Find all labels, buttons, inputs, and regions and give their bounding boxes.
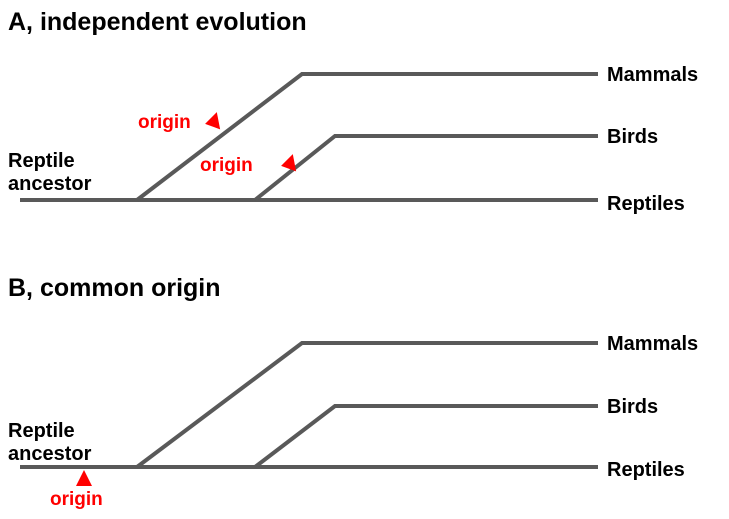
label-reptiles-a: Reptiles (607, 193, 685, 215)
mammals-lineage-b (135, 341, 598, 469)
origin-arrow-icon (281, 154, 297, 172)
panel-b-title: B, common origin (8, 274, 221, 302)
origin-arrow-icon (205, 112, 221, 130)
origin-arrow-icon (76, 470, 92, 486)
panel-a: A, independent evolution Mammals Birds R… (8, 8, 698, 215)
birds-lineage-b (253, 404, 598, 469)
mammals-lineage-a (135, 72, 598, 202)
origin-label-birds: origin (200, 155, 253, 176)
panel-a-title: A, independent evolution (8, 8, 307, 36)
origin-label-mammals: origin (138, 112, 191, 133)
origin-label-common: origin (50, 489, 103, 510)
label-mammals-b: Mammals (607, 333, 698, 355)
ancestor-label-b-line1: Reptile (8, 420, 75, 442)
label-mammals-a: Mammals (607, 64, 698, 86)
panel-b: B, common origin Mammals Birds Reptiles … (8, 274, 698, 510)
label-birds-a: Birds (607, 126, 658, 148)
label-birds-b: Birds (607, 396, 658, 418)
birds-lineage-a (253, 134, 598, 202)
label-reptiles-b: Reptiles (607, 459, 685, 481)
ancestor-label-a-line2: ancestor (8, 173, 92, 195)
ancestor-label-a-line1: Reptile (8, 150, 75, 172)
ancestor-label-b-line2: ancestor (8, 443, 92, 465)
